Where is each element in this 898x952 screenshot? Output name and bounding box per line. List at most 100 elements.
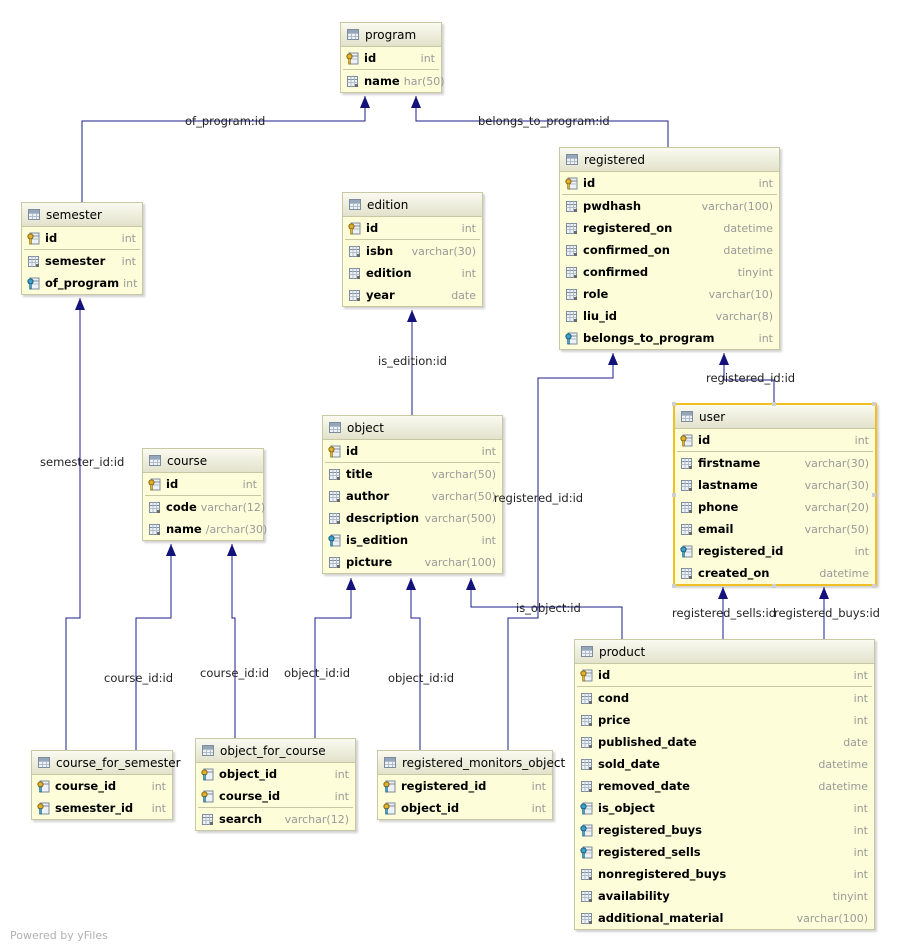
column-name: object_id — [401, 801, 460, 815]
relationship-line[interactable] — [135, 544, 172, 750]
selection-handle[interactable] — [872, 493, 876, 497]
relationship-label: registered_id:id — [706, 371, 796, 385]
arrowhead — [608, 353, 618, 365]
relationship-line[interactable] — [65, 298, 81, 750]
relationship-line[interactable] — [723, 353, 775, 403]
selection-handle[interactable] — [772, 584, 776, 588]
table-header[interactable]: program — [341, 23, 441, 47]
selection-handle[interactable] — [872, 402, 876, 406]
relationship-line[interactable] — [415, 96, 669, 147]
selection-handle[interactable] — [672, 402, 676, 406]
table-header[interactable]: product — [575, 640, 874, 664]
key-separator — [343, 69, 439, 70]
column-icon — [148, 501, 161, 514]
table-header[interactable]: course_for_semester — [32, 751, 181, 775]
table-header[interactable]: edition — [343, 193, 482, 217]
table-header[interactable]: user — [675, 405, 875, 429]
relationship-line[interactable] — [81, 96, 366, 202]
relationship-line[interactable] — [470, 578, 623, 639]
table-header[interactable]: course — [143, 449, 263, 473]
table-header[interactable]: object_for_course — [196, 739, 355, 763]
selection-handle[interactable] — [872, 584, 876, 588]
table-header[interactable]: registered_monitors_object — [378, 751, 565, 775]
selection-handle[interactable] — [672, 493, 676, 497]
column-name: created_on — [698, 566, 770, 580]
relationship-line[interactable] — [507, 353, 614, 750]
selection-handle[interactable] — [772, 402, 776, 406]
selection-handle[interactable] — [672, 584, 676, 588]
table-header[interactable]: object — [323, 416, 502, 440]
relationship-line[interactable] — [231, 544, 236, 738]
column-row[interactable]: name/archar(30) — [143, 518, 267, 540]
table-header[interactable]: registered — [560, 148, 779, 172]
column-icon — [680, 523, 693, 536]
key-separator — [577, 686, 872, 687]
table-header[interactable]: semester — [22, 203, 142, 227]
relationship-line[interactable] — [314, 578, 352, 738]
relationship-line[interactable] — [410, 578, 421, 750]
